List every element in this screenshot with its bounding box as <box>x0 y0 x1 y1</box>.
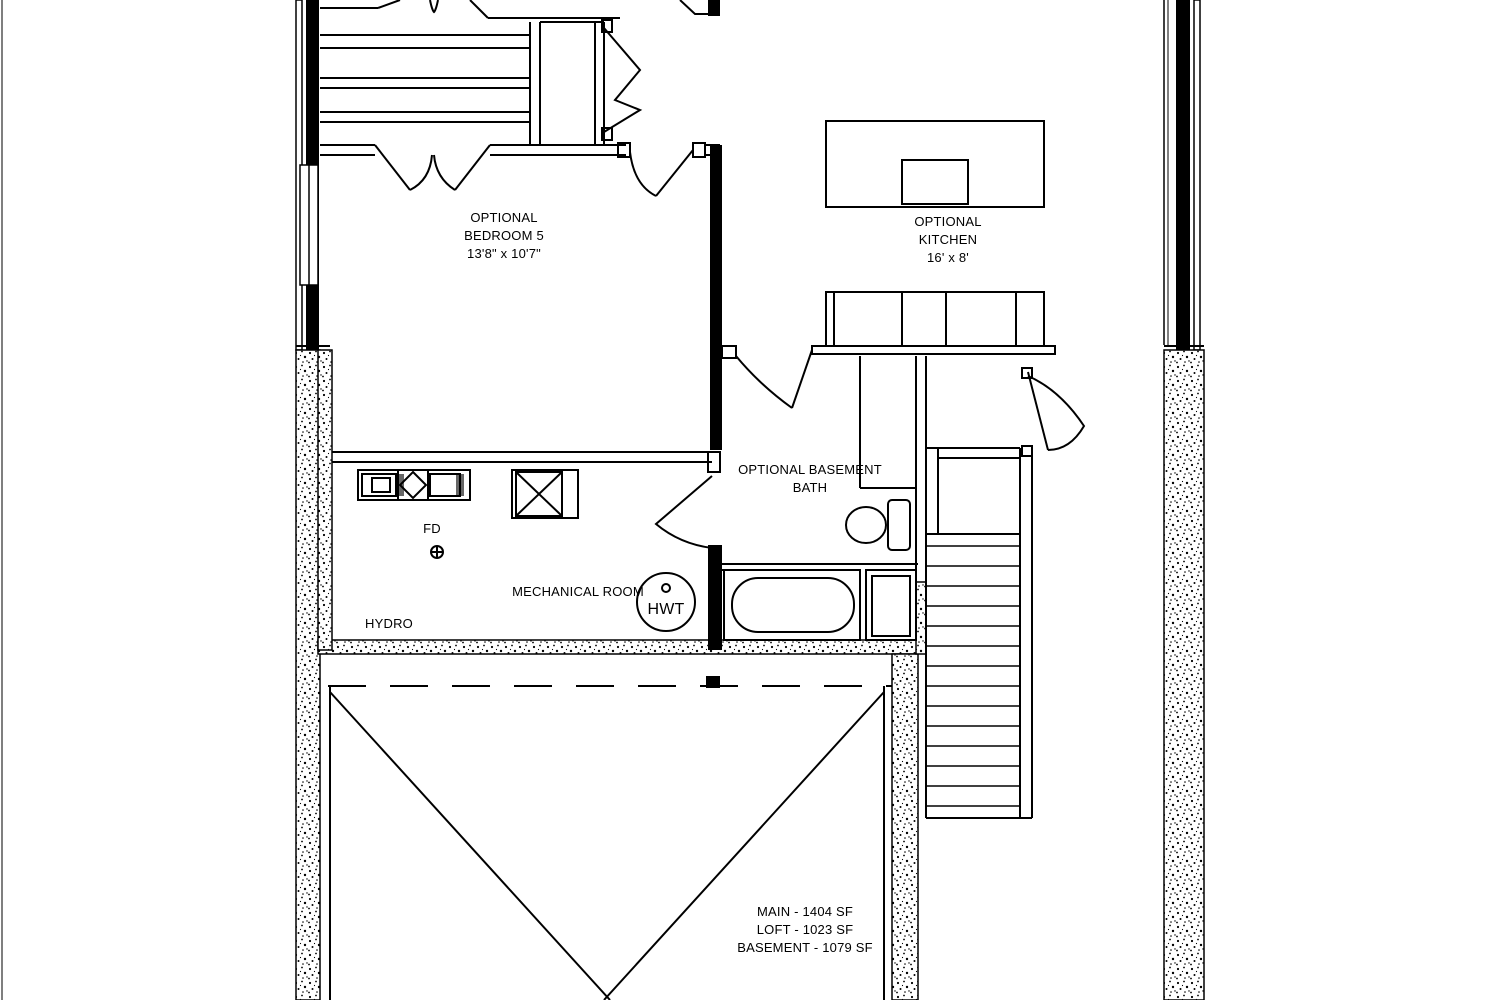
kitchen-island-icon <box>825 120 1045 208</box>
bathtub-icon <box>723 569 861 641</box>
foundation-walls <box>295 345 1205 1000</box>
open-to-above-area <box>328 685 892 1000</box>
furnace-icon <box>357 469 471 501</box>
loft-area-label: LOFT - 1023 SF <box>757 922 854 937</box>
bath-label-line2: BATH <box>793 480 828 495</box>
bedroom-dimensions: 13'8" x 10'7" <box>467 246 541 261</box>
bath-label-line1: OPTIONAL BASEMENT <box>738 462 882 477</box>
floor-drain-icon <box>430 545 444 559</box>
hot-water-tank-icon <box>636 572 696 632</box>
hot-water-tank-label: HWT <box>647 601 684 618</box>
kitchen-counter-icon <box>825 291 1045 347</box>
hydro-label: HYDRO <box>365 616 413 631</box>
bedroom-walls <box>320 142 722 450</box>
floor-drain-label: FD <box>423 521 441 536</box>
bathroom-walls <box>720 345 1056 641</box>
room-labels: OPTIONAL BEDROOM 5 13'8" x 10'7" OPTIONA… <box>365 210 981 631</box>
area-summary: MAIN - 1404 SF LOFT - 1023 SF BASEMENT -… <box>737 904 873 955</box>
upper-exterior-walls <box>295 0 1201 351</box>
kitchen-dimensions: 16' x 8' <box>927 250 969 265</box>
mechanical-room-walls <box>332 451 722 688</box>
main-area-label: MAIN - 1404 SF <box>757 904 853 919</box>
stair-doors <box>926 367 1086 535</box>
stairs-icon <box>925 448 1033 819</box>
closets-top <box>320 0 720 145</box>
hrv-unit-icon <box>511 469 579 519</box>
bedroom-label-line2: BEDROOM 5 <box>464 228 544 243</box>
kitchen-label-line1: OPTIONAL <box>914 214 981 229</box>
basement-area-label: BASEMENT - 1079 SF <box>737 940 873 955</box>
bedroom-label-line1: OPTIONAL <box>470 210 537 225</box>
mechanical-room-label: MECHANICAL ROOM <box>512 584 644 599</box>
kitchen-label-line2: KITCHEN <box>919 232 977 247</box>
toilet-icon <box>845 499 911 551</box>
